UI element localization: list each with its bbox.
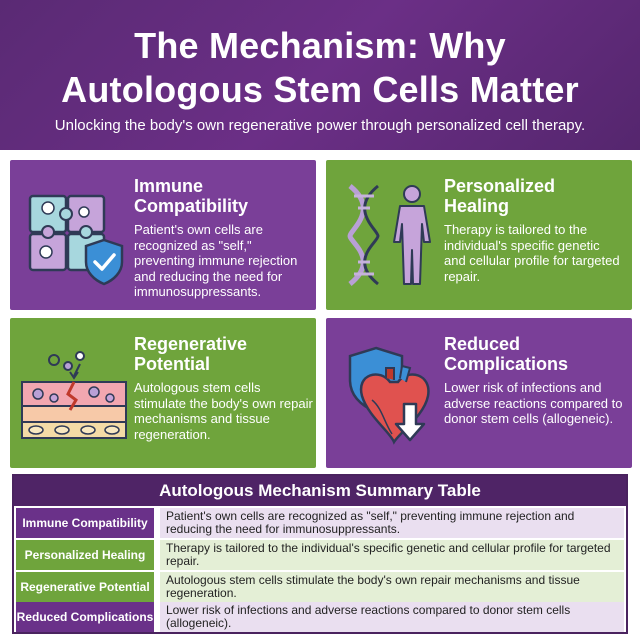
card-description: Autologous stem cells stimulate the body… xyxy=(134,380,313,442)
card-reduced-complications: Reduced Complications Lower risk of infe… xyxy=(326,318,632,468)
card-description: Lower risk of infections and adverse rea… xyxy=(444,380,623,426)
card-title: Immune Compatibility xyxy=(134,176,249,216)
table-row: Immune Compatibility Patient's own cells… xyxy=(16,508,624,538)
table-row: Reduced Complications Lower risk of infe… xyxy=(16,602,624,632)
card-title: Reduced Complications xyxy=(444,334,569,374)
title-line-2: Autologous Stem Cells Matter xyxy=(61,69,579,110)
row-description: Therapy is tailored to the individual's … xyxy=(160,540,624,570)
page-title: The Mechanism: Why Autologous Stem Cells… xyxy=(0,24,640,112)
row-description: Autologous stem cells stimulate the body… xyxy=(160,572,624,602)
card-personalized-healing: Personalized Healing Therapy is tailored… xyxy=(326,160,632,310)
row-label: Immune Compatibility xyxy=(16,508,154,538)
title-line-1: The Mechanism: Why xyxy=(134,25,506,66)
row-label: Reduced Complications xyxy=(16,602,154,632)
card-description: Therapy is tailored to the individual's … xyxy=(444,222,620,284)
puzzle-shield-icon xyxy=(28,194,124,286)
dna-human-icon xyxy=(347,184,431,286)
table-title: Autologous Mechanism Summary Table xyxy=(14,476,626,506)
summary-table: Autologous Mechanism Summary Table Immun… xyxy=(12,474,628,634)
row-label: Personalized Healing xyxy=(16,540,154,570)
card-immune-compatibility: Immune Compatibility Patient's own cells… xyxy=(10,160,316,310)
table-row: Regenerative Potential Autologous stem c… xyxy=(16,572,624,602)
card-title: Personalized Healing xyxy=(444,176,556,216)
card-title: Regenerative Potential xyxy=(134,334,248,374)
row-label: Regenerative Potential xyxy=(16,572,154,602)
tissue-repair-icon xyxy=(21,351,127,439)
header-banner: The Mechanism: Why Autologous Stem Cells… xyxy=(0,0,640,150)
page-subtitle: Unlocking the body's own regenerative po… xyxy=(54,117,586,134)
row-description: Lower risk of infections and adverse rea… xyxy=(160,602,624,632)
row-description: Patient's own cells are recognized as "s… xyxy=(160,508,624,538)
card-regenerative-potential: Regenerative Potential Autologous stem c… xyxy=(10,318,316,468)
card-description: Patient's own cells are recognized as "s… xyxy=(134,222,298,299)
table-row: Personalized Healing Therapy is tailored… xyxy=(16,540,624,570)
heart-shield-icon xyxy=(348,346,430,445)
